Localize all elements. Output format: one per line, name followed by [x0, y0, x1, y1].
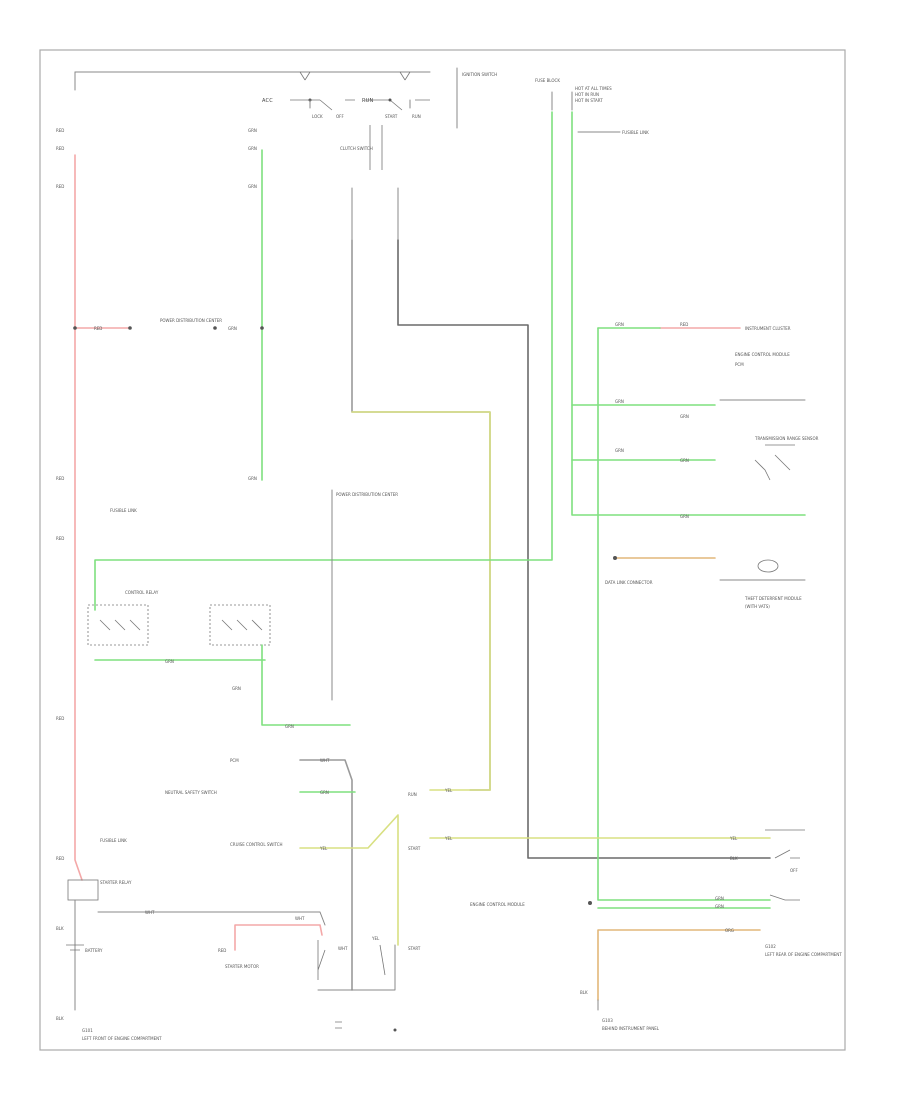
svg-text:WHT: WHT	[295, 916, 305, 921]
svg-text:YEL: YEL	[729, 836, 738, 841]
fusible-link-label: FUSIBLE LINK	[622, 130, 649, 135]
svg-text:YEL: YEL	[444, 788, 453, 793]
battery-starter: STARTER RELAY FUSIBLE LINK BATTERY BLK B…	[56, 838, 421, 1041]
trans-range-label: TRANSMISSION RANGE SENSOR	[754, 436, 819, 441]
red-feed-wire	[74, 154, 323, 951]
wire-label-grn-r1: GRN	[615, 322, 624, 327]
hot-at-all-times-label: HOT AT ALL TIMES	[575, 86, 612, 91]
ecm-label: ENGINE CONTROL MODULE	[735, 352, 790, 357]
svg-text:ORG: ORG	[725, 928, 734, 933]
green-right-wires	[94, 111, 806, 909]
ecm-ground-wire: ORG G102 LEFT REAR OF ENGINE COMPARTMENT…	[580, 928, 842, 1031]
wire-label-grn-r6: GRN	[680, 514, 689, 519]
starter-label: START	[408, 946, 421, 951]
instrument-label: INSTRUMENT CLUSTER	[745, 326, 791, 331]
wire-label-red-8: RED	[56, 856, 64, 861]
start-label: START	[385, 114, 398, 119]
lock-label: LOCK	[312, 114, 323, 119]
ecm-ground-right-label: G102	[765, 944, 776, 949]
ecm-ground-right-note: LEFT REAR OF ENGINE COMPARTMENT	[765, 952, 842, 957]
hot-in-start-label: HOT IN START	[575, 98, 603, 103]
svg-text:GRN: GRN	[232, 686, 241, 691]
wire-label-red-7: RED	[56, 716, 64, 721]
ignition-switch: ACC RUN LOCK OFF START RUN IGNITION SWIT…	[74, 67, 497, 129]
svg-text:OFF: OFF	[790, 868, 798, 873]
ign-switch-label: IGNITION SWITCH	[462, 72, 497, 77]
svg-text:START: START	[408, 846, 421, 851]
connector-icon	[757, 559, 779, 573]
wire-label-red-r1: RED	[680, 322, 688, 327]
fuse-block: FUSE BLOCK HOT AT ALL TIMES HOT IN RUN H…	[535, 78, 649, 135]
svg-text:BLK: BLK	[580, 990, 588, 995]
svg-text:GRN: GRN	[165, 659, 174, 664]
fuse-block-label: FUSE BLOCK	[535, 78, 560, 83]
svg-text:WHT: WHT	[145, 910, 155, 915]
wire-label-grn-r2: GRN	[615, 399, 624, 404]
svg-text:RUN: RUN	[408, 792, 417, 797]
relay-box-label: CONTROL RELAY	[125, 590, 159, 595]
theft-note-label: (WITH VATS)	[745, 604, 770, 609]
svg-text:YEL: YEL	[444, 836, 453, 841]
wire-label-red-4: RED	[94, 326, 102, 331]
svg-text:WHT: WHT	[320, 758, 330, 763]
center-note-label: POWER DISTRIBUTION CENTER	[336, 492, 398, 497]
svg-text:GRN: GRN	[248, 476, 257, 481]
fusible-link-left: FUSIBLE LINK	[110, 508, 137, 513]
wire-label-red-6: RED	[56, 536, 64, 541]
wire-label-red-1: RED	[56, 128, 64, 133]
svg-text:FUSIBLE LINK: FUSIBLE LINK	[100, 838, 127, 843]
svg-text:RED: RED	[218, 948, 226, 953]
svg-text:GRN: GRN	[248, 184, 257, 189]
green-branch-wire: GRN GRN GRN GRN	[248, 128, 264, 481]
data-link-connector: DATA LINK CONNECTOR THEFT DETERRENT MODU…	[605, 556, 806, 609]
diagram-frame	[39, 49, 846, 1051]
ecm-connector-label: ENGINE CONTROL MODULE	[470, 902, 525, 907]
svg-text:WHT: WHT	[338, 946, 348, 951]
svg-text:GRN: GRN	[715, 896, 724, 901]
control-relays: CONTROL RELAY GRN GRN GRN	[87, 590, 351, 729]
battery-label: BATTERY	[85, 948, 103, 953]
wire-label-grn-r4: GRN	[615, 448, 624, 453]
cruise-label: CRUISE CONTROL SWITCH	[230, 842, 283, 847]
svg-text:GRN: GRN	[248, 128, 257, 133]
ecm-ground-label: G103	[602, 1018, 613, 1023]
theft-module-label: THEFT DETERRENT MODULE	[744, 596, 802, 601]
pcm-b-label: PCM	[230, 758, 239, 763]
run-pos-label: RUN	[412, 114, 421, 119]
wire-label-grn-r3: GRN	[680, 414, 689, 419]
power-dist-label: POWER DISTRIBUTION CENTER	[160, 318, 222, 323]
svg-text:GRN: GRN	[248, 146, 257, 151]
wire-label-grn-r5: GRN	[680, 458, 689, 463]
wire-label-red-2: RED	[56, 146, 64, 151]
acc-label: ACC	[262, 98, 273, 104]
svg-text:GRN: GRN	[320, 790, 329, 795]
ecm-ground-note: BEHIND INSTRUMENT PANEL	[602, 1026, 660, 1031]
starter-motor-label: STARTER MOTOR	[225, 964, 259, 969]
svg-text:YEL: YEL	[319, 846, 328, 851]
ground-left-label: G101	[82, 1028, 93, 1033]
trans-range-sensor: TRANSMISSION RANGE SENSOR	[754, 436, 819, 481]
off-label: OFF	[336, 114, 344, 119]
hot-in-run-label: HOT IN RUN	[575, 92, 599, 97]
svg-text:BLK: BLK	[56, 926, 64, 931]
wire-label-red-5: RED	[56, 476, 64, 481]
svg-text:YEL: YEL	[371, 936, 380, 941]
starter-relay-label: STARTER RELAY	[100, 880, 132, 885]
wire-label-red-3: RED	[56, 184, 64, 189]
lower-switches: PCM NEUTRAL SAFETY SWITCH CRUISE CONTROL…	[165, 758, 805, 991]
clutch-switch-label: CLUTCH SWITCH	[340, 146, 373, 151]
svg-text:GRN: GRN	[715, 904, 724, 909]
svg-text:BLK: BLK	[730, 856, 738, 861]
wire-label-grn-1: GRN	[228, 326, 237, 331]
clutch-switch-wires: CLUTCH SWITCH	[340, 125, 771, 859]
pcm-a-label: PCM	[735, 362, 744, 367]
ground-left-note: LEFT FRONT OF ENGINE COMPARTMENT	[82, 1036, 162, 1041]
run-label: RUN	[362, 98, 374, 104]
svg-text:BLK: BLK	[56, 1016, 64, 1021]
neutral-switch-label: NEUTRAL SAFETY SWITCH	[165, 790, 217, 795]
svg-text:GRN: GRN	[285, 724, 294, 729]
data-link-label: DATA LINK CONNECTOR	[605, 580, 653, 585]
